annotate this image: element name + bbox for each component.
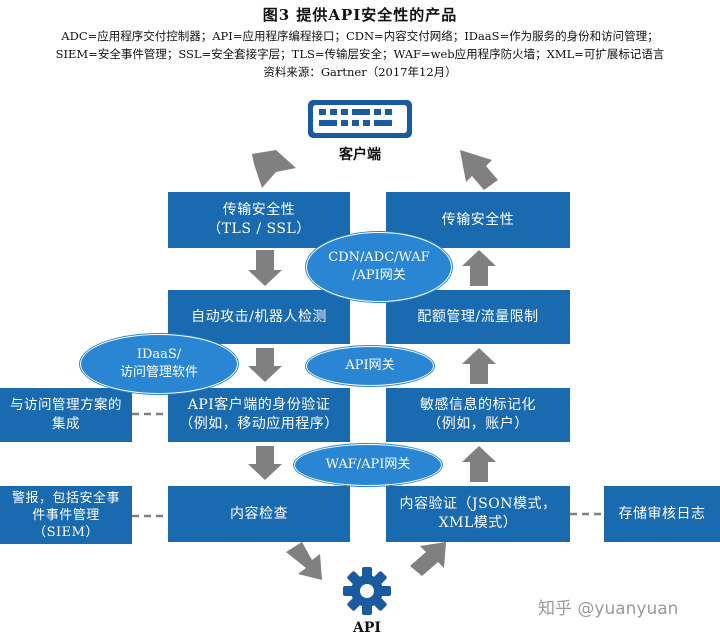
watermark-text: 知乎 @yuanyuan (538, 599, 679, 619)
arrow-up-2 (462, 348, 496, 384)
arrow-right-to-client (460, 150, 498, 190)
box-bot-detection: 自动攻击/机器人检测 (168, 290, 350, 344)
arrow-down-3 (248, 446, 282, 480)
box-siem-alerts: 警报，包括安全事 件事件管理 （SIEM） (0, 486, 132, 544)
abbreviation-line-2: SIEM=安全事件管理；SSL=安全套接字层；TLS=传输层安全；WAF=web… (55, 47, 665, 61)
box-tokenization: 敏感信息的标记化 （例如，账户） (386, 388, 570, 442)
arrow-up-3 (462, 446, 496, 482)
arrow-to-api (286, 542, 322, 580)
box-quota-rate-limit: 配额管理/流量限制 (386, 290, 570, 344)
arrow-down-1 (248, 250, 282, 286)
arrow-from-api (410, 542, 446, 576)
box-left-transport-security: 传输安全性 （TLS / SSL） (168, 192, 350, 248)
box-audit-log-storage: 存储审核日志 (604, 486, 720, 542)
abbreviation-line-1: ADC=应用程序交付控制器；API=应用程序编程接口；CDN=内容交付网络；ID… (61, 29, 659, 43)
ellipse-idaas: IDaaS/ 访问管理软件 (80, 334, 238, 394)
arrow-client-to-left (252, 150, 296, 188)
api-gear-icon (342, 566, 392, 616)
client-server-icon (306, 98, 414, 140)
api-label: API (353, 620, 381, 636)
box-content-inspection: 内容检查 (168, 486, 350, 542)
client-label: 客户端 (339, 147, 381, 163)
ellipse-api-gateway: API网关 (306, 346, 434, 386)
ellipse-waf-api-gateway: WAF/API网关 (294, 444, 442, 486)
box-client-authentication: API客户端的身份验证 （例如，移动应用程序） (168, 388, 350, 442)
figure-title: 图3 提供API安全性的产品 (262, 6, 458, 24)
ellipse-cdn-adc-waf-gateway: CDN/ADC/WAF /API网关 (306, 232, 452, 302)
box-content-validation: 内容验证（JSON模式， XML模式） (386, 486, 570, 542)
arrow-up-1 (462, 250, 496, 286)
source-line: 资料来源：Gartner（2017年12月） (263, 65, 457, 79)
box-access-management-integration: 与访问管理方案的 集成 (0, 388, 132, 442)
arrow-down-2 (248, 348, 282, 382)
